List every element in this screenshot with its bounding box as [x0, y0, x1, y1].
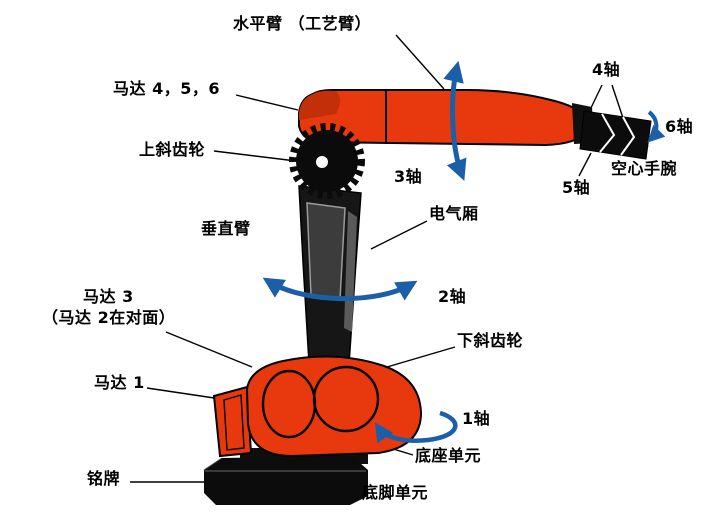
leader-upper-gear: [213, 150, 297, 162]
label-axis-5: 5轴: [562, 178, 591, 197]
label-axis-4: 4轴: [592, 60, 621, 79]
upper-bevel-gear-shape: [289, 123, 365, 199]
label-vertical-arm: 垂直臂: [201, 219, 251, 238]
axis3-rotation-arrow-icon: [443, 60, 467, 181]
label-axis-6: 6轴: [665, 117, 694, 136]
hollow-wrist-shape: [572, 103, 652, 160]
axis2-rotation-arrow-icon: [262, 277, 418, 302]
electrical-compartment-panel: [306, 202, 346, 300]
label-hollow-wrist: 空心手腕: [611, 159, 678, 178]
label-electrical-compartment: 电气厢: [429, 204, 479, 223]
leader-horizontal-arm: [395, 34, 445, 90]
leader-motor-3: [165, 331, 253, 368]
label-horizontal-arm: 水平臂 （工艺臂）: [233, 14, 372, 33]
label-lower-bevel-gear: 下斜齿轮: [457, 331, 524, 350]
leader-axis5: [578, 152, 592, 177]
axis1-rotation-arrow-icon: [374, 410, 458, 444]
label-upper-bevel-gear: 上斜齿轮: [139, 140, 206, 159]
label-axis-2: 2轴: [438, 287, 467, 306]
base-unit-shape: [212, 355, 423, 464]
label-motor-2-note: （马达 2在对面）: [42, 308, 176, 327]
label-motor-3: 马达 3: [83, 287, 134, 306]
leader-motor-1: [146, 387, 222, 400]
leader-axis4-right: [611, 84, 624, 119]
label-axis-3: 3轴: [394, 167, 423, 186]
label-foot-unit: 底脚单元: [362, 483, 429, 502]
label-motors-4-5-6: 马达 4，5，6: [113, 79, 220, 98]
rotation-arrows: [262, 60, 666, 444]
foot-unit-shape: [203, 456, 368, 505]
leader-electrical-box: [370, 220, 428, 250]
label-axis-1: 1轴: [462, 409, 491, 428]
axis6-rotation-arrow-icon: [647, 110, 666, 143]
leader-motors-456: [235, 94, 299, 111]
label-nameplate: 铭牌: [87, 469, 121, 488]
label-motor-1: 马达 1: [94, 373, 145, 392]
leader-lower-gear: [386, 346, 456, 368]
vertical-arm-shape: [298, 185, 362, 375]
label-base-unit: 底座单元: [415, 446, 482, 465]
